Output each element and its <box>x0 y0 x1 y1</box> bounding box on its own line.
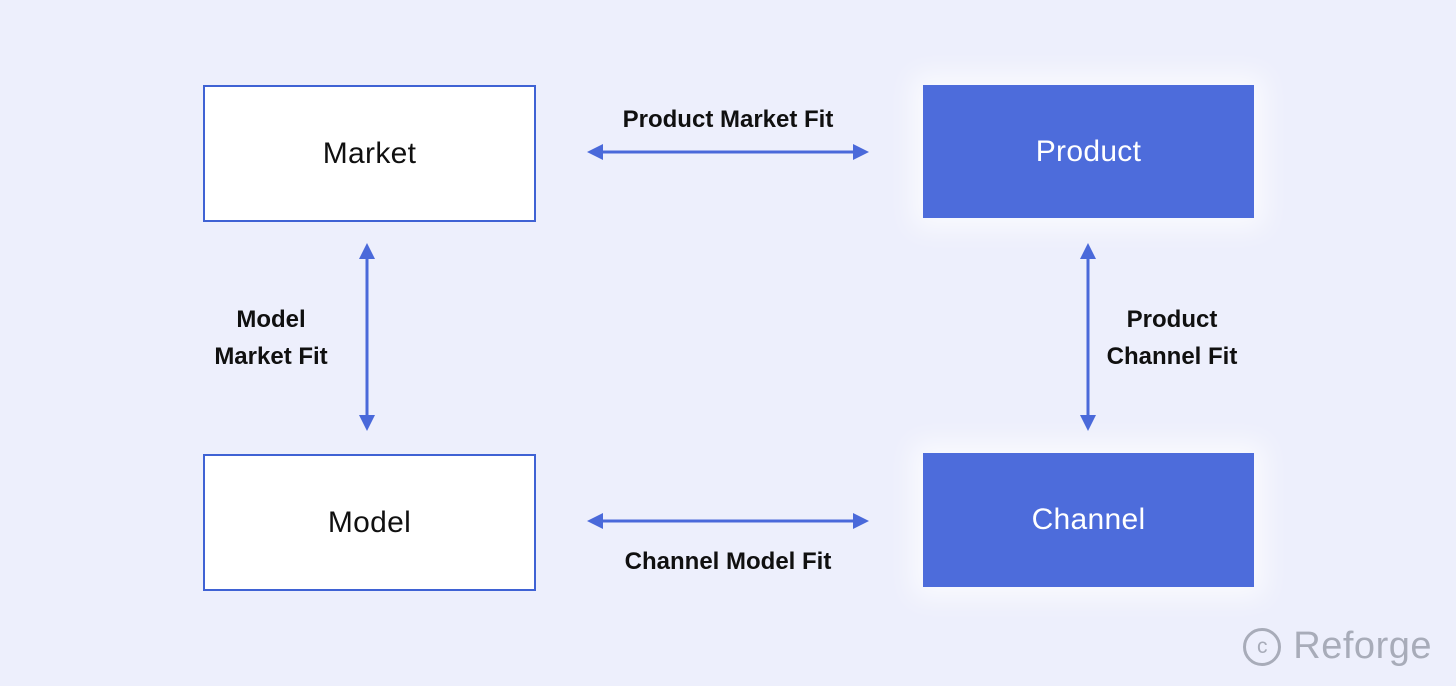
node-channel-label: Channel <box>1031 503 1146 536</box>
node-model-label: Model <box>327 505 412 539</box>
node-channel: Channel <box>923 453 1254 587</box>
arrow-product-market-icon <box>587 144 869 160</box>
edge-label-model-market-fit-line1: Model <box>236 306 306 333</box>
edge-label-model-market-fit: Model Market Fit <box>151 301 391 375</box>
edge-label-product-channel-fit-line1: Product <box>1126 306 1218 333</box>
edge-label-product-channel-fit-line2: Channel Fit <box>1106 343 1238 370</box>
node-product: Product <box>923 85 1254 218</box>
node-market: Market <box>203 85 536 222</box>
arrow-channel-model-icon <box>587 513 869 529</box>
watermark-brand-text: Reforge <box>1293 625 1432 667</box>
edge-label-model-market-fit-line2: Market Fit <box>214 343 328 370</box>
edge-label-channel-model-fit: Channel Model Fit <box>624 548 832 575</box>
arrow-model-market-icon <box>359 243 375 431</box>
node-market-label: Market <box>322 136 417 170</box>
edge-label-product-market-fit: Product Market Fit <box>622 106 834 133</box>
node-product-label: Product <box>1035 134 1142 168</box>
edge-label-product-channel-fit: Product Channel Fit <box>1052 301 1292 375</box>
reforge-watermark: c Reforge <box>1243 625 1432 668</box>
node-model: Model <box>203 454 536 591</box>
copyright-icon: c <box>1243 627 1282 666</box>
arrow-product-channel-icon <box>1080 243 1096 431</box>
